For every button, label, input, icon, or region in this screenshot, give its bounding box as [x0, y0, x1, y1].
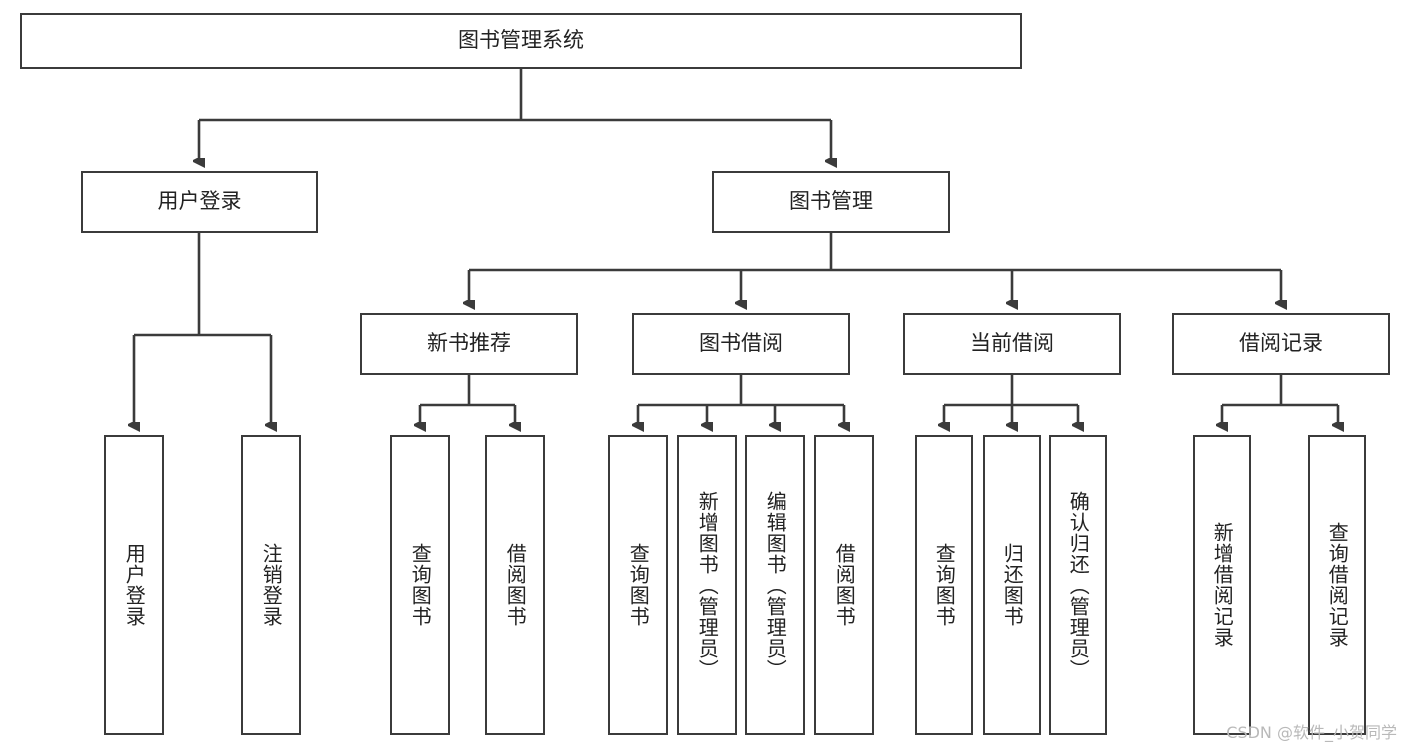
node-label: 新增借阅记录	[1210, 522, 1235, 648]
node-label: 用户登录	[122, 543, 147, 627]
node-label: 查询图书	[626, 543, 651, 627]
leaf-node-leaf-user-login[interactable]: 用户登录	[104, 435, 164, 735]
root-node-label: 图书管理系统	[458, 28, 584, 53]
node-label: 用户登录	[157, 189, 242, 214]
node-label: 查询图书	[408, 543, 433, 627]
leaf-node-leaf-add-book[interactable]: 新增图书（管理员）	[677, 435, 737, 735]
leaf-node-leaf-confirm-return[interactable]: 确认归还（管理员）	[1049, 435, 1107, 735]
leaf-node-leaf-query-book-1[interactable]: 查询图书	[390, 435, 450, 735]
level1-node-user-login[interactable]: 用户登录	[81, 171, 318, 233]
leaf-node-leaf-return-book[interactable]: 归还图书	[983, 435, 1041, 735]
node-label: 新书推荐	[427, 331, 511, 356]
level2-node-book-borrow[interactable]: 图书借阅	[632, 313, 850, 375]
node-label: 归还图书	[1000, 543, 1025, 627]
node-label: 注销登录	[259, 543, 284, 627]
level2-node-current-borrow[interactable]: 当前借阅	[903, 313, 1121, 375]
node-label: 借阅记录	[1239, 331, 1323, 356]
node-label: 图书管理	[789, 189, 873, 214]
node-label: 借阅图书	[503, 543, 528, 627]
leaf-node-leaf-borrow-book-2[interactable]: 借阅图书	[814, 435, 874, 735]
level2-node-new-book-recommend[interactable]: 新书推荐	[360, 313, 578, 375]
level1-node-book-management[interactable]: 图书管理	[712, 171, 950, 233]
leaf-node-leaf-query-book-3[interactable]: 查询图书	[915, 435, 973, 735]
node-label: 查询图书	[932, 543, 957, 627]
node-label: 查询借阅记录	[1325, 522, 1350, 648]
root-node-title[interactable]: 图书管理系统	[20, 13, 1022, 69]
edge-group	[134, 69, 1338, 423]
leaf-node-leaf-edit-book[interactable]: 编辑图书（管理员）	[745, 435, 805, 735]
node-label: 确认归还（管理员）	[1066, 490, 1091, 680]
leaf-node-leaf-borrow-book-1[interactable]: 借阅图书	[485, 435, 545, 735]
node-label: 当前借阅	[970, 331, 1054, 356]
node-label: 新增图书（管理员）	[695, 490, 720, 680]
level2-node-borrow-record[interactable]: 借阅记录	[1172, 313, 1390, 375]
node-label: 借阅图书	[832, 543, 857, 627]
node-label: 编辑图书（管理员）	[763, 490, 788, 680]
leaf-node-leaf-query-borrow-record[interactable]: 查询借阅记录	[1308, 435, 1366, 735]
leaf-node-leaf-query-book-2[interactable]: 查询图书	[608, 435, 668, 735]
node-label: 图书借阅	[699, 331, 783, 356]
leaf-node-leaf-logout-login[interactable]: 注销登录	[241, 435, 301, 735]
leaf-node-leaf-add-borrow-record[interactable]: 新增借阅记录	[1193, 435, 1251, 735]
